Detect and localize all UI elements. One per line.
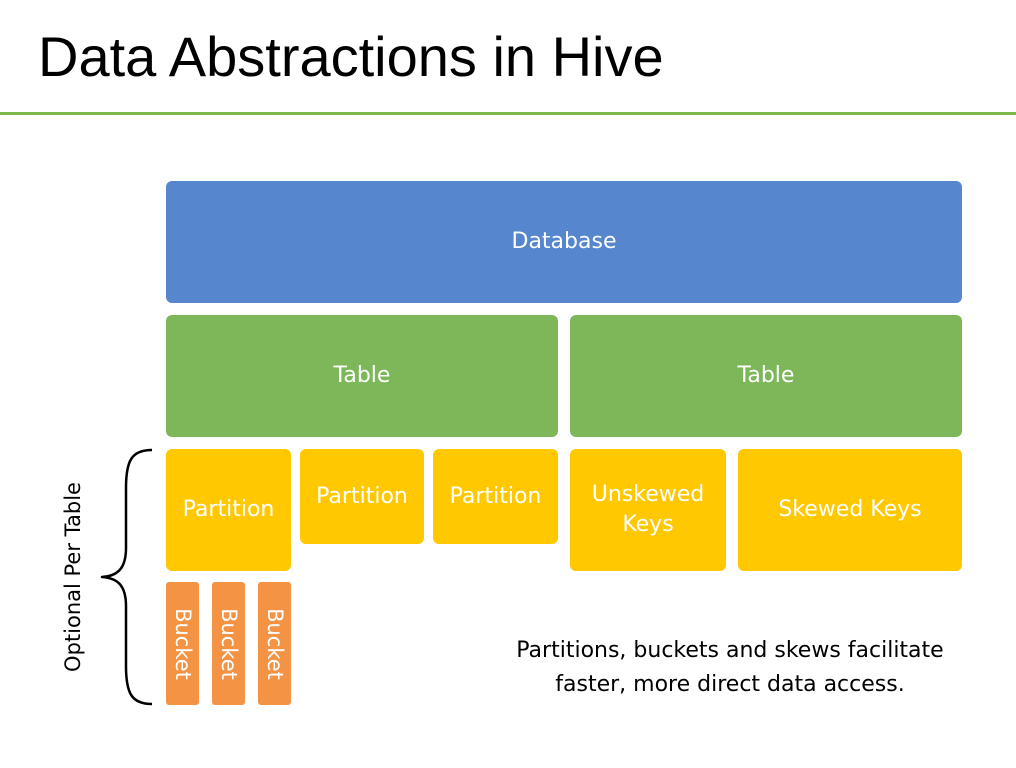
note-line-2: faster, more direct data access. — [555, 672, 905, 697]
table-box-left: Table — [166, 315, 558, 437]
title-divider — [0, 112, 1016, 115]
optional-per-table-text: Optional Per Table — [61, 482, 85, 672]
skewed-keys-label: Skewed Keys — [778, 497, 922, 522]
table-label-right: Table — [737, 363, 795, 388]
note-line-1: Partitions, buckets and skews facilitate — [516, 638, 944, 663]
partition-box: Partition — [433, 449, 558, 544]
skewed-keys-box: Skewed Keys — [738, 449, 962, 571]
note-text: Partitions, buckets and skews facilitate… — [490, 634, 970, 702]
partition-label: Partition — [316, 483, 408, 509]
bucket-box: Bucket — [258, 582, 291, 705]
database-label: Database — [511, 229, 617, 254]
bucket-label: Bucket — [216, 607, 241, 680]
partition-label: Partition — [449, 483, 542, 509]
bucket-box: Bucket — [212, 582, 245, 705]
curly-brace — [100, 448, 153, 706]
bucket-label: Bucket — [262, 607, 287, 680]
partition-box: Partition — [166, 449, 291, 571]
partition-box: Partition — [300, 449, 424, 544]
unskewed-keys-label: Unskewed Keys — [591, 482, 705, 537]
partition-label: Partition — [182, 497, 275, 522]
bucket-label: Bucket — [170, 607, 195, 680]
table-label-left: Table — [333, 363, 391, 388]
unskewed-keys-box: Unskewed Keys — [570, 449, 726, 571]
database-box: Database — [166, 181, 962, 303]
table-box-right: Table — [570, 315, 962, 437]
slide-title: Data Abstractions in Hive — [38, 25, 664, 88]
bucket-box: Bucket — [166, 582, 199, 705]
